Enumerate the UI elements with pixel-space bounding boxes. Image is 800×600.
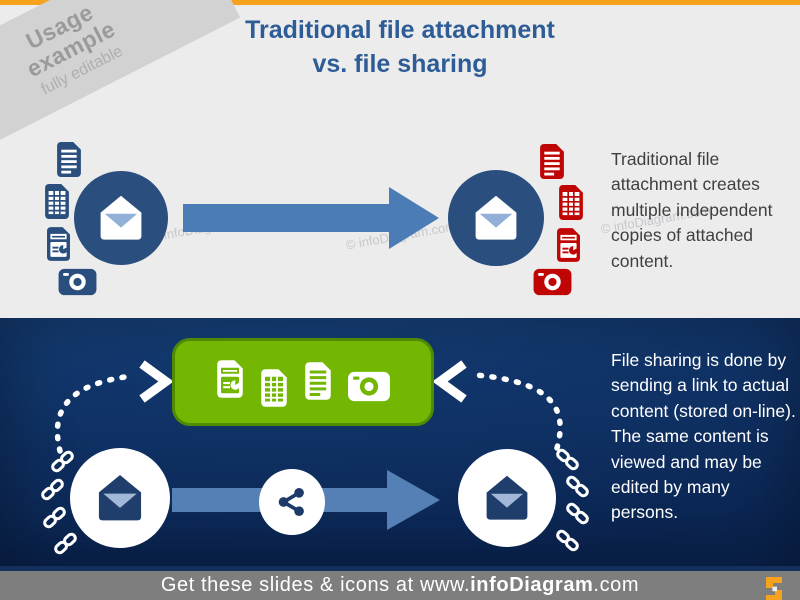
chain-link-icon <box>39 504 70 531</box>
spreadsheet-icon <box>557 184 585 221</box>
slide-title: Traditional file attachment vs. file sha… <box>150 13 650 81</box>
document-icon <box>303 361 333 401</box>
top-accent-bar <box>0 0 800 5</box>
traditional-description: Traditional file attachment creates mult… <box>611 149 773 271</box>
recipient-mailbox-badge <box>448 170 544 266</box>
footer-brand: infoDiagram <box>470 574 594 596</box>
arrowhead-right <box>139 360 174 403</box>
share-node-badge <box>259 469 325 535</box>
report-icon <box>45 226 72 262</box>
arrowhead-left <box>432 360 467 403</box>
share-icon <box>278 487 304 517</box>
open-envelope-icon <box>477 468 537 528</box>
traditional-attachment-section: Traditional file attachment vs. file sha… <box>43 13 773 296</box>
title-line-2: vs. file sharing <box>312 50 488 78</box>
infodiagram-logo-icon <box>766 577 782 600</box>
sharing-description: File sharing is done by sending a link t… <box>611 350 796 523</box>
attachment-flow-arrow <box>183 187 439 249</box>
sharing-recipient-mailbox-badge <box>458 449 556 547</box>
footer-text-prefix: Get these slides & icons at www. <box>160 574 471 596</box>
report-icon <box>215 359 245 399</box>
open-envelope-icon <box>89 467 151 529</box>
spreadsheet-icon <box>43 183 71 220</box>
chain-link-icon <box>47 448 78 475</box>
document-icon <box>538 143 566 180</box>
chain-link-icon <box>552 527 583 554</box>
footer-text-suffix: .com <box>593 574 640 596</box>
chain-link-icon <box>562 473 593 500</box>
file-sharing-section: File sharing is done by sending a link t… <box>0 318 800 566</box>
spreadsheet-icon <box>259 368 289 408</box>
footer-link[interactable]: Get these slides & icons at www.infoDiag… <box>161 574 639 597</box>
chain-link-icon <box>552 446 583 473</box>
title-line-1: Traditional file attachment <box>245 16 555 44</box>
chain-link-icon <box>562 500 593 527</box>
camera-icon <box>347 371 391 402</box>
footer-bar: Get these slides & icons at www.infoDiag… <box>0 566 800 600</box>
chain-link-icon <box>50 530 81 557</box>
camera-icon <box>532 268 573 296</box>
open-envelope-icon <box>466 188 526 248</box>
camera-icon <box>57 268 98 296</box>
sender-mailbox-badge <box>74 171 168 265</box>
report-icon <box>555 227 582 263</box>
document-icon <box>55 141 83 178</box>
sharing-sender-mailbox-badge <box>70 448 170 548</box>
shared-content-panel <box>172 338 434 426</box>
chain-link-icon <box>37 476 68 503</box>
open-envelope-icon <box>91 188 151 248</box>
